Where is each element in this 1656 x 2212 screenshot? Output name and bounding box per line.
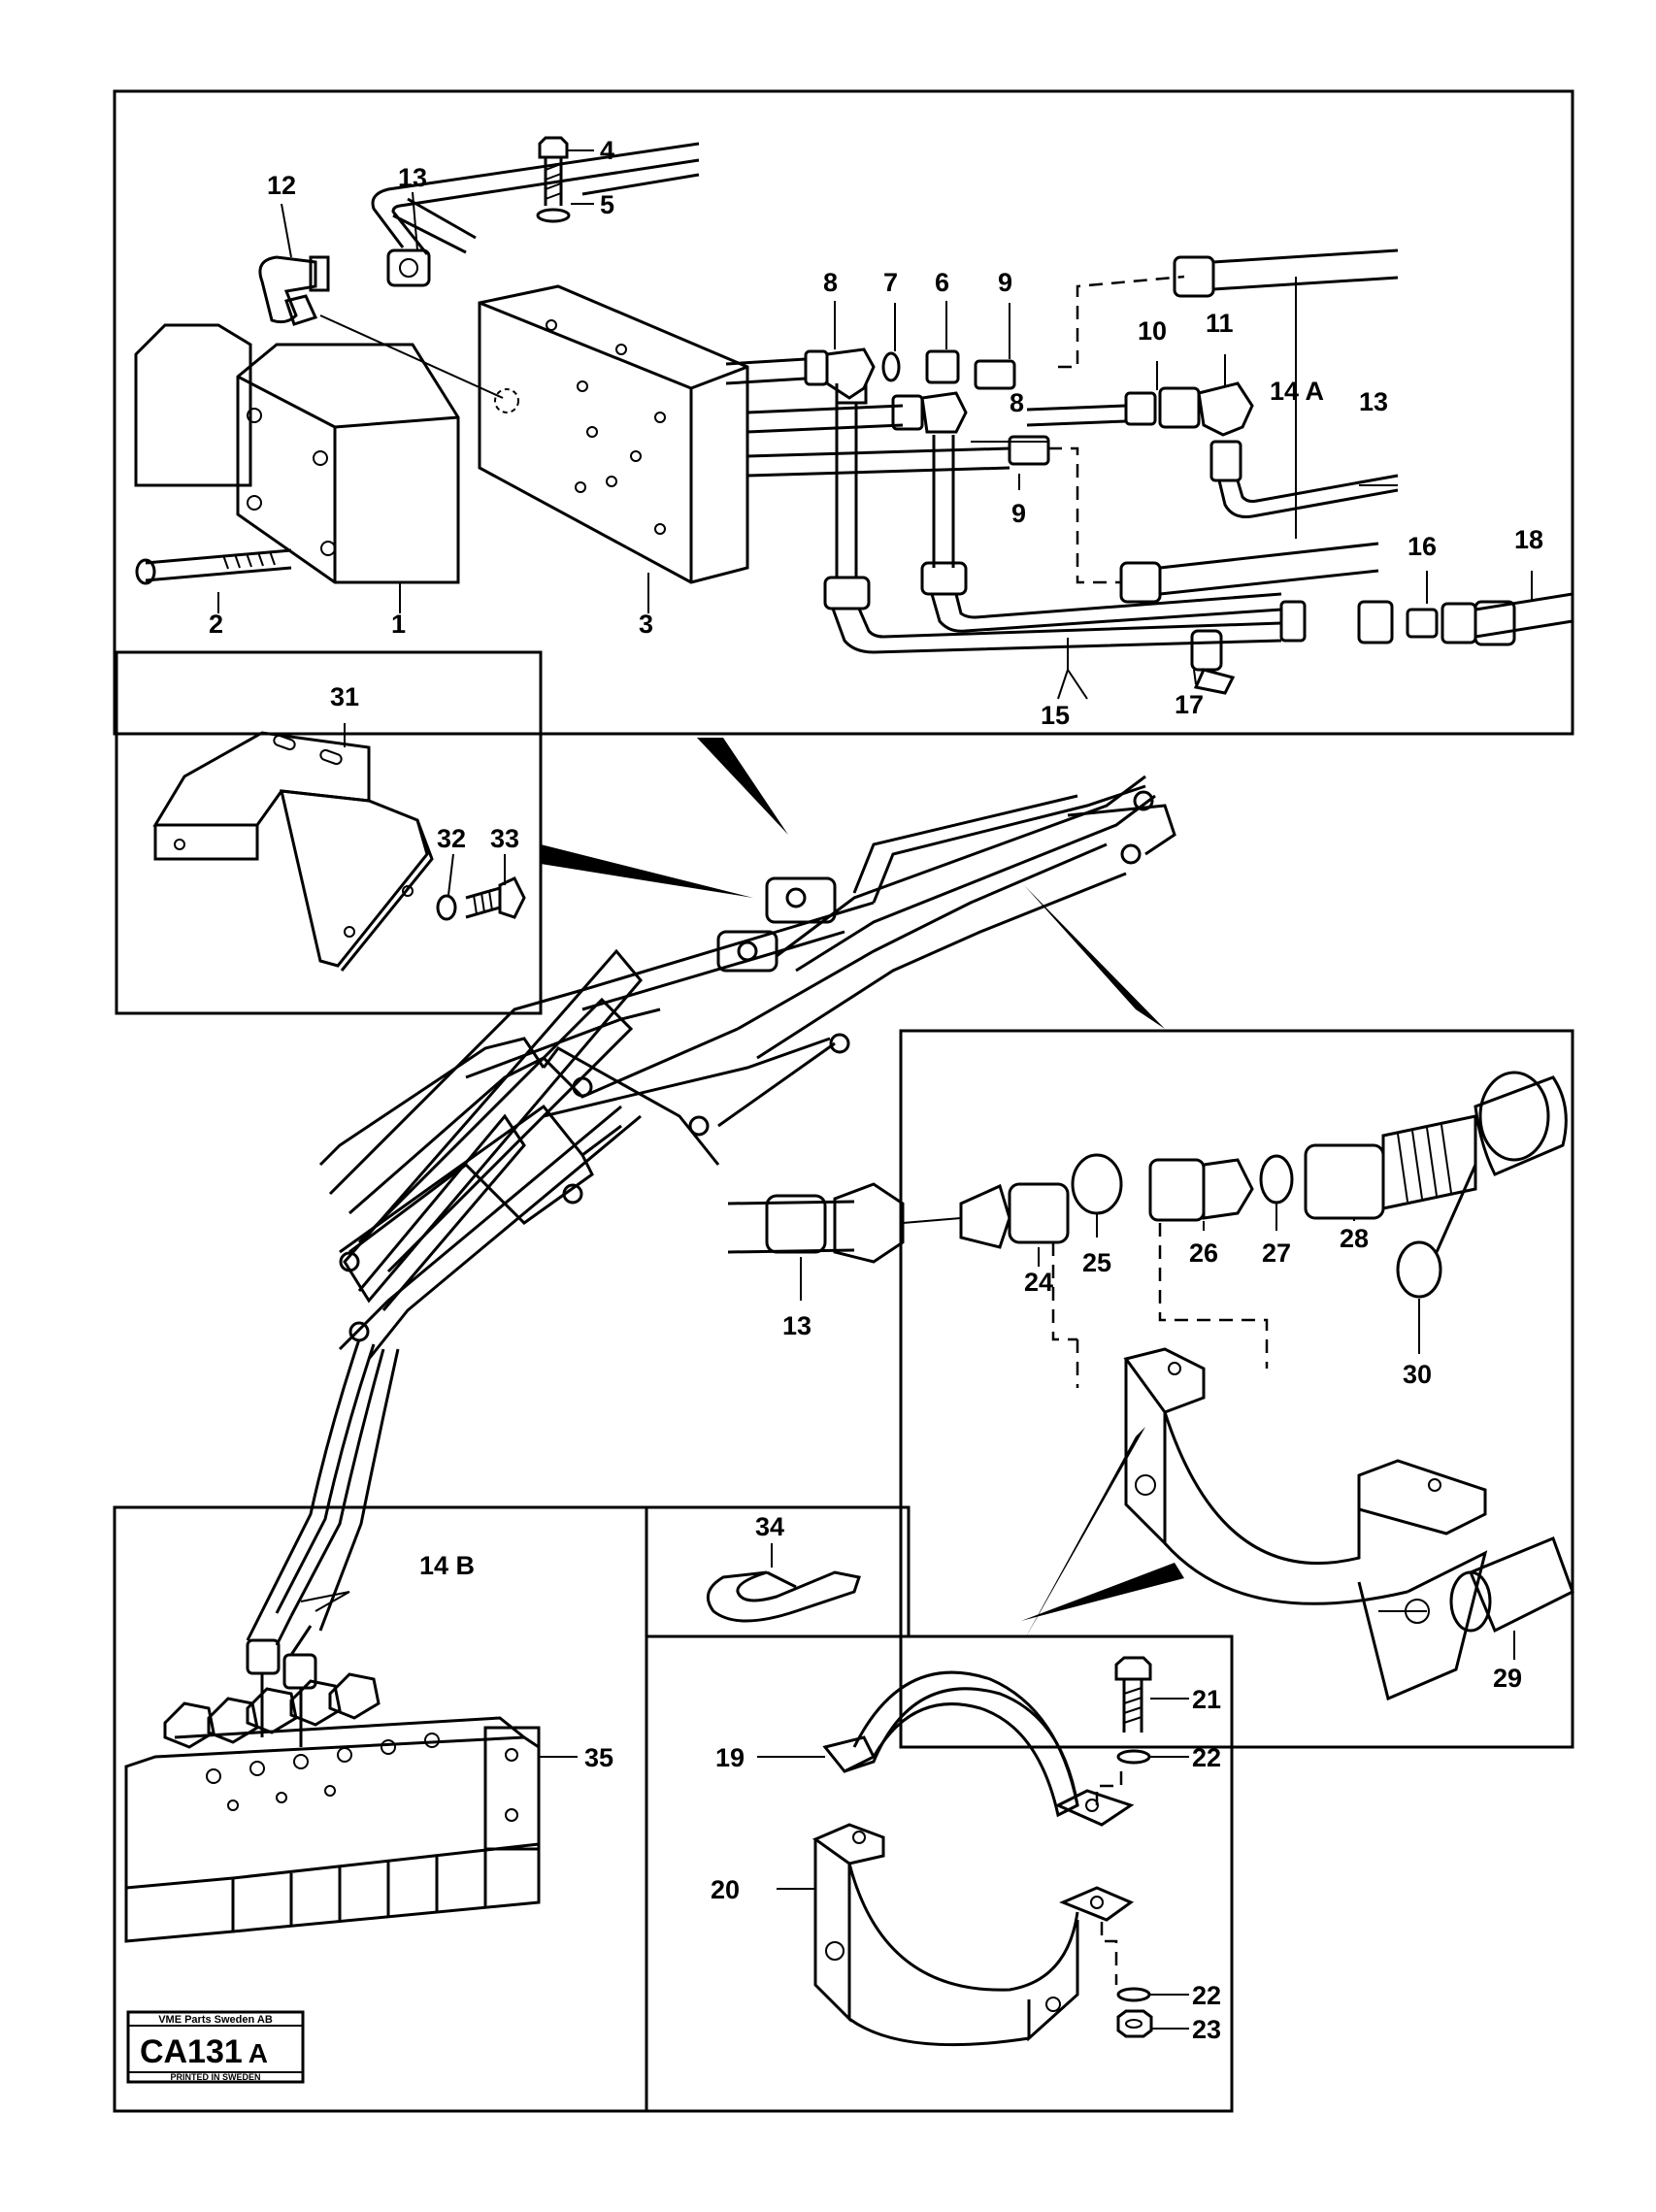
guard-assembly — [152, 723, 526, 972]
leader-lines-panel1 — [217, 191, 1533, 685]
washer-32 — [436, 894, 457, 921]
callout-15: 15 — [1041, 701, 1070, 730]
callout-27: 27 — [1262, 1238, 1291, 1268]
callout-16: 16 — [1408, 532, 1437, 561]
guard-bracket — [152, 731, 434, 972]
callout-8-lower: 8 — [1010, 388, 1024, 417]
callout-5: 5 — [600, 190, 614, 219]
panel-clamp — [645, 1634, 1234, 2113]
callout-23: 23 — [1192, 2015, 1221, 2044]
union-16 — [1279, 600, 1477, 644]
callout-19: 19 — [715, 1743, 745, 1772]
callout-8-upper: 8 — [823, 268, 838, 297]
callout-31: 31 — [330, 682, 359, 711]
seal-27 — [1259, 1154, 1294, 1205]
callout-20: 20 — [711, 1875, 740, 1904]
clamp-upper-19 — [822, 1670, 1135, 1827]
nut-23 — [1116, 2009, 1153, 2038]
callout-32: 32 — [437, 824, 466, 853]
coupling-bracket — [1123, 1347, 1488, 1701]
valve-bank-35 — [124, 1672, 541, 1943]
callout-26: 26 — [1189, 1238, 1218, 1268]
pointer-wedges — [541, 738, 1184, 1640]
callout-labels: 1 2 3 4 5 6 7 8 8 9 9 10 11 12 13 13 13 … — [209, 136, 1543, 2044]
boom-linkage — [260, 775, 1176, 1632]
callout-13-right: 13 — [1359, 387, 1388, 416]
bolt-21 — [1114, 1656, 1152, 1733]
callout-10: 10 — [1138, 316, 1167, 346]
callout-18: 18 — [1514, 525, 1543, 554]
coupling-29 — [1449, 1536, 1574, 1634]
callout-7: 7 — [883, 268, 898, 297]
callout-35: 35 — [584, 1743, 613, 1772]
callout-13-coupling: 13 — [782, 1311, 811, 1340]
callout-33: 33 — [490, 824, 519, 853]
coupling-28 — [1304, 1114, 1477, 1220]
adapter-24 — [959, 1182, 1070, 1249]
hose-18 — [1474, 592, 1573, 646]
panel-quick-coupling — [899, 1029, 1574, 1749]
hose-clamp-17 — [1190, 629, 1236, 695]
callout-25: 25 — [1082, 1248, 1111, 1277]
callout-34: 34 — [755, 1512, 784, 1541]
panel-guard — [115, 650, 543, 1015]
callout-11: 11 — [1206, 309, 1234, 338]
bolt-washer — [536, 136, 594, 223]
callout-13-top: 13 — [398, 163, 427, 192]
washer-22-upper — [1116, 1749, 1151, 1765]
stamp-printed: PRINTED IN SWEDEN — [170, 2072, 260, 2082]
nut-25 — [1071, 1153, 1123, 1215]
callout-14a: 14 A — [1270, 377, 1324, 406]
valve-assembly — [134, 136, 1573, 700]
callout-28: 28 — [1340, 1224, 1369, 1253]
fitting-row-upper — [804, 347, 1050, 466]
callout-24: 24 — [1024, 1268, 1053, 1297]
callout-6: 6 — [935, 268, 949, 297]
tube-set-15 — [823, 403, 1282, 700]
callout-29: 29 — [1493, 1664, 1522, 1693]
solenoid-block — [134, 323, 460, 584]
elbow-10-11 — [1026, 381, 1399, 518]
panel-frames — [113, 89, 1574, 2113]
bolt-33 — [465, 876, 526, 919]
callout-21: 21 — [1192, 1685, 1221, 1714]
dust-cap-30 — [1396, 1071, 1568, 1299]
callout-2: 2 — [209, 610, 223, 639]
callout-30: 30 — [1403, 1360, 1432, 1389]
elbow-fitting — [258, 255, 330, 326]
stamp-company: VME Parts Sweden AB — [158, 2014, 273, 2026]
cable-tie — [706, 1543, 861, 1623]
callout-22-lower: 22 — [1192, 1981, 1221, 2010]
bent-tube — [371, 142, 700, 287]
hose-ends-14b — [246, 1591, 350, 1747]
callout-9-lower: 9 — [1011, 499, 1026, 528]
callout-1: 1 — [391, 610, 406, 639]
callout-9-upper: 9 — [998, 268, 1012, 297]
panel-valve-assembly — [113, 89, 1574, 736]
callout-12: 12 — [267, 171, 296, 200]
manifold-block — [478, 284, 1010, 584]
callout-22-upper: 22 — [1192, 1743, 1221, 1772]
callout-14b: 14 B — [419, 1551, 475, 1580]
callout-3: 3 — [639, 610, 653, 639]
clamp-assembly — [757, 1656, 1189, 2047]
hoses-14a — [1048, 248, 1399, 604]
clamp-lower-20 — [811, 1823, 1135, 2047]
long-screw — [135, 548, 292, 585]
callout-4: 4 — [600, 136, 614, 165]
callout-17: 17 — [1175, 690, 1204, 719]
hose-13 — [727, 1182, 962, 1264]
quick-coupling-assembly — [727, 1071, 1574, 1701]
washer-22-lower — [1116, 1987, 1151, 2002]
fitting-26 — [1148, 1158, 1254, 1222]
